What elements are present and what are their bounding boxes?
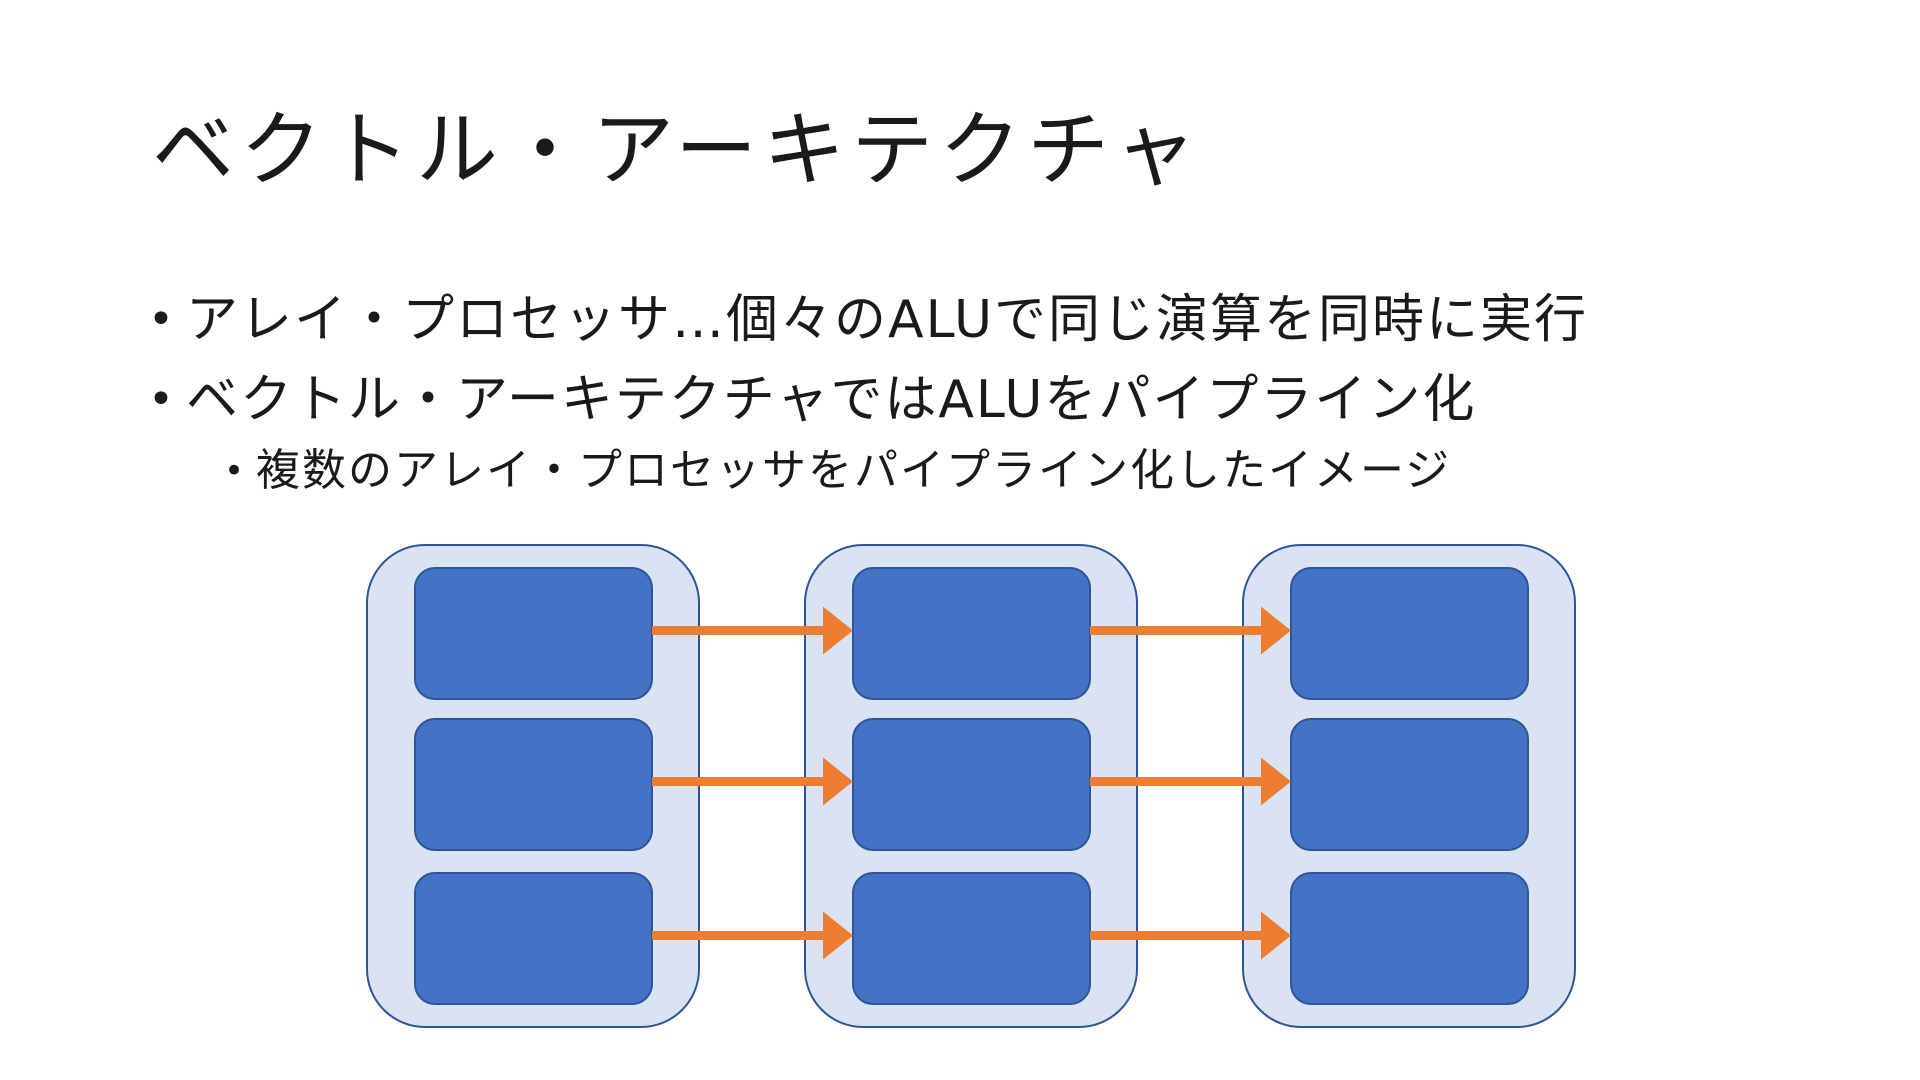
pipeline-arrow <box>652 757 853 806</box>
alu-unit <box>1290 567 1529 700</box>
bullet-vector-pipeline-text: ベクトル・アーキテクチャではALUをパイプライン化 <box>186 370 1477 430</box>
arrow-head <box>823 911 853 960</box>
sub-bullet-group: 複数のアレイ・プロセッサをパイプライン化したイメージ <box>148 440 1588 502</box>
arrow-head <box>1261 911 1291 960</box>
alu-unit <box>852 718 1091 851</box>
alu-unit <box>414 872 653 1005</box>
arrow-shaft <box>652 777 823 786</box>
slide-title: ベクトル・アーキテクチャ <box>152 103 1203 198</box>
alu-unit <box>1290 872 1529 1005</box>
alu-unit <box>852 872 1091 1005</box>
pipeline-arrow <box>1090 606 1291 655</box>
arrow-shaft <box>652 626 823 635</box>
arrows-layer <box>652 606 1291 960</box>
stage-container <box>366 544 700 1028</box>
sub-bullet-list: 複数のアレイ・プロセッサをパイプライン化したイメージ <box>148 440 1588 502</box>
alu-unit <box>1290 718 1529 851</box>
pipeline-arrow <box>1090 757 1291 806</box>
arrow-head <box>1261 606 1291 655</box>
arrow-shaft <box>1090 777 1261 786</box>
arrow-head <box>1261 757 1291 806</box>
arrow-shaft <box>652 931 823 940</box>
pipeline-arrow <box>652 606 853 655</box>
bullet-vector-pipeline: ベクトル・アーキテクチャではALUをパイプライン化 <box>148 360 1588 440</box>
arrow-shaft <box>1090 931 1261 940</box>
pipeline-arrow <box>652 911 853 960</box>
bullet-list: アレイ・プロセッサ…個々のALUで同じ演算を同時に実行 ベクトル・アーキテクチャ… <box>148 280 1588 502</box>
stage-container <box>804 544 1138 1028</box>
pipeline-arrow <box>1090 911 1291 960</box>
alu-unit <box>414 567 653 700</box>
arrow-head <box>823 757 853 806</box>
stage-2 <box>804 544 1138 1028</box>
alu-unit <box>852 567 1091 700</box>
stage-container <box>1242 544 1576 1028</box>
stage-1 <box>366 544 700 1028</box>
bullet-array-processor: アレイ・プロセッサ…個々のALUで同じ演算を同時に実行 <box>148 280 1588 360</box>
stage-3 <box>1242 544 1576 1028</box>
arrow-shaft <box>1090 626 1261 635</box>
sub-bullet-pipelined-array: 複数のアレイ・プロセッサをパイプライン化したイメージ <box>148 440 1588 502</box>
alu-unit <box>414 718 653 851</box>
stages-layer <box>366 544 1576 1028</box>
arrow-head <box>823 606 853 655</box>
